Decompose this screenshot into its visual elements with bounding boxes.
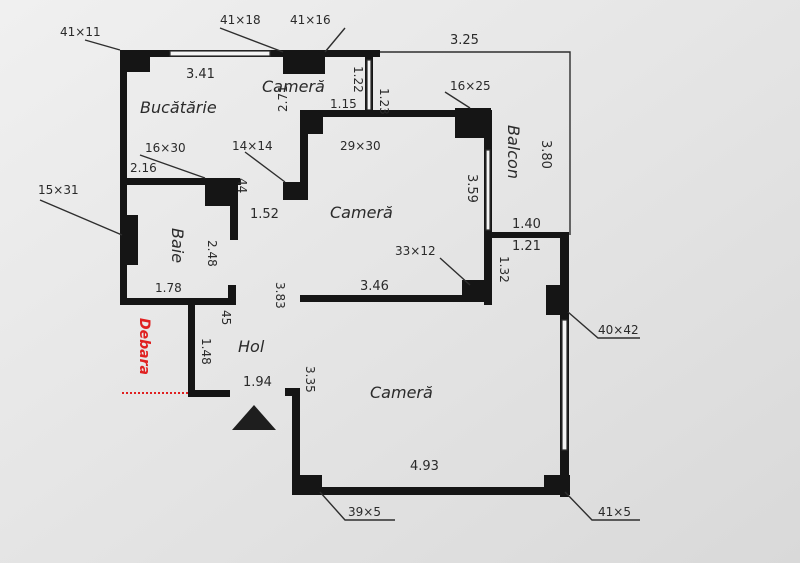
dim-493: 4.93 bbox=[410, 459, 439, 474]
dim-45: 45 bbox=[219, 310, 233, 325]
leader-40x42 bbox=[567, 311, 640, 339]
column-41x5 bbox=[544, 475, 570, 495]
wall-debara bbox=[188, 300, 195, 397]
dim-194: 1.94 bbox=[243, 375, 272, 390]
column-labels: 41×11 41×18 41×16 16×25 16×30 14×14 29×3… bbox=[38, 13, 639, 519]
dim-271: 2.71 bbox=[276, 85, 290, 112]
column-41x18 bbox=[283, 52, 325, 74]
wall-bath-bottom bbox=[120, 298, 235, 305]
column-15x31 bbox=[122, 215, 138, 265]
wall-hol-bottom bbox=[190, 390, 230, 397]
dim-132: 1.32 bbox=[497, 256, 511, 283]
dim-341: 3.41 bbox=[186, 67, 215, 82]
label-16x25: 16×25 bbox=[450, 79, 491, 93]
label-16x30: 16×30 bbox=[145, 141, 186, 155]
window-big-camera bbox=[561, 319, 568, 451]
wall-mid-bottom bbox=[300, 295, 492, 302]
dim-335: 3.35 bbox=[303, 366, 317, 393]
dim-346: 3.46 bbox=[360, 279, 389, 294]
leader-lines bbox=[39, 27, 640, 521]
columns bbox=[122, 52, 570, 495]
leader-33x12 bbox=[439, 257, 471, 286]
dim-325: 3.25 bbox=[450, 33, 479, 48]
wall-big-bottom bbox=[292, 487, 569, 495]
wall-door-jamb bbox=[285, 388, 300, 396]
dim-383: 3.83 bbox=[273, 282, 287, 309]
room-camera-top: Cameră bbox=[262, 77, 325, 96]
entrance-arrow-icon bbox=[232, 405, 276, 430]
leader-39x5 bbox=[319, 491, 395, 521]
column-41x11 bbox=[122, 52, 150, 72]
leader-41x16 bbox=[324, 27, 346, 53]
label-40x42: 40×42 bbox=[598, 323, 639, 337]
wall-bath-top bbox=[120, 178, 240, 185]
dimension-325-380 bbox=[380, 51, 571, 235]
label-14x14: 14×14 bbox=[232, 139, 273, 153]
room-bucatarie: Bucătărie bbox=[140, 98, 217, 117]
label-15x31: 15×31 bbox=[38, 183, 79, 197]
wall-left bbox=[120, 50, 127, 305]
room-labels: Bucătărie Cameră Cameră Cameră Baie Hol … bbox=[136, 77, 523, 402]
column-33x12 bbox=[462, 280, 492, 302]
label-29x30: 29×30 bbox=[340, 139, 381, 153]
leader-41x18 bbox=[219, 27, 284, 53]
wall-big-left bbox=[292, 390, 300, 495]
label-39x5: 39×5 bbox=[348, 505, 381, 519]
label-41x11: 41×11 bbox=[60, 25, 101, 39]
dim-152: 1.52 bbox=[250, 207, 279, 222]
room-camera-mid: Cameră bbox=[330, 203, 393, 222]
label-33x12: 33×12 bbox=[395, 244, 436, 258]
dimension-labels: 3.25 3.41 1.22 1.23 1.15 2.71 2.16 44 1.… bbox=[130, 33, 553, 474]
window-kitchen bbox=[169, 50, 271, 57]
dim-216: 2.16 bbox=[130, 161, 157, 175]
room-balcon: Balcon bbox=[504, 125, 523, 179]
window-mid-camera bbox=[485, 149, 491, 231]
wall-mid-top bbox=[300, 110, 490, 117]
walls bbox=[120, 50, 569, 497]
room-debara: Debara bbox=[136, 318, 152, 375]
leader-14x14 bbox=[244, 151, 286, 183]
wall-mid-left bbox=[300, 110, 308, 200]
dim-148: 1.48 bbox=[199, 338, 213, 365]
dim-359: 3.59 bbox=[464, 174, 479, 203]
dim-380: 3.80 bbox=[538, 140, 553, 169]
dim-115: 1.15 bbox=[330, 97, 357, 111]
wall-bath-stub bbox=[228, 285, 236, 305]
room-baie: Baie bbox=[168, 228, 187, 263]
leader-15x31 bbox=[39, 199, 123, 236]
column-16x30 bbox=[205, 178, 235, 206]
dim-123: 1.23 bbox=[377, 88, 391, 115]
label-41x5: 41×5 bbox=[598, 505, 631, 519]
dim-122: 1.22 bbox=[351, 66, 365, 93]
leader-41x11 bbox=[84, 39, 121, 51]
column-14x14 bbox=[283, 182, 305, 200]
dim-178: 1.78 bbox=[155, 281, 182, 295]
room-hol: Hol bbox=[238, 337, 265, 356]
leader-16x25 bbox=[444, 91, 471, 109]
label-41x16: 41×16 bbox=[290, 13, 331, 27]
column-39x5 bbox=[294, 475, 322, 495]
dim-248: 2.48 bbox=[205, 240, 219, 267]
dim-44: 44 bbox=[235, 178, 249, 193]
dim-121: 1.21 bbox=[512, 239, 541, 254]
column-16x25 bbox=[455, 108, 491, 138]
label-41x18: 41×18 bbox=[220, 13, 261, 27]
room-camera-big: Cameră bbox=[370, 383, 433, 402]
wall-balcon-bottom bbox=[489, 232, 569, 238]
column-40x42 bbox=[546, 285, 568, 315]
wall-bath-right bbox=[230, 178, 238, 240]
leader-41x5 bbox=[564, 491, 640, 521]
dim-140: 1.40 bbox=[512, 217, 541, 232]
window-kitchen-right bbox=[366, 59, 372, 111]
column-29x30 bbox=[303, 112, 323, 134]
leader-16x30 bbox=[139, 154, 206, 179]
